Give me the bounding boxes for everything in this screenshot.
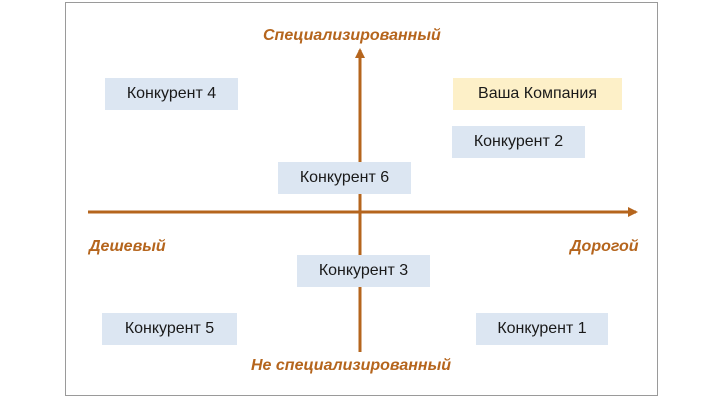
competitor-4-box: Конкурент 4 <box>105 78 238 110</box>
your-company-box: Ваша Компания <box>453 78 622 110</box>
axis-label-top: Специализированный <box>263 27 441 44</box>
competitor-1-box: Конкурент 1 <box>476 313 608 345</box>
competitor-2-box: Конкурент 2 <box>452 126 585 158</box>
competitor-5-box: Конкурент 5 <box>102 313 237 345</box>
axis-label-left: Дешевый <box>89 238 166 255</box>
axis-label-bottom: Не специализированный <box>251 357 451 374</box>
competitor-3-box: Конкурент 3 <box>297 255 430 287</box>
axis-label-right: Дорогой <box>570 238 639 255</box>
competitor-6-box: Конкурент 6 <box>278 162 411 194</box>
